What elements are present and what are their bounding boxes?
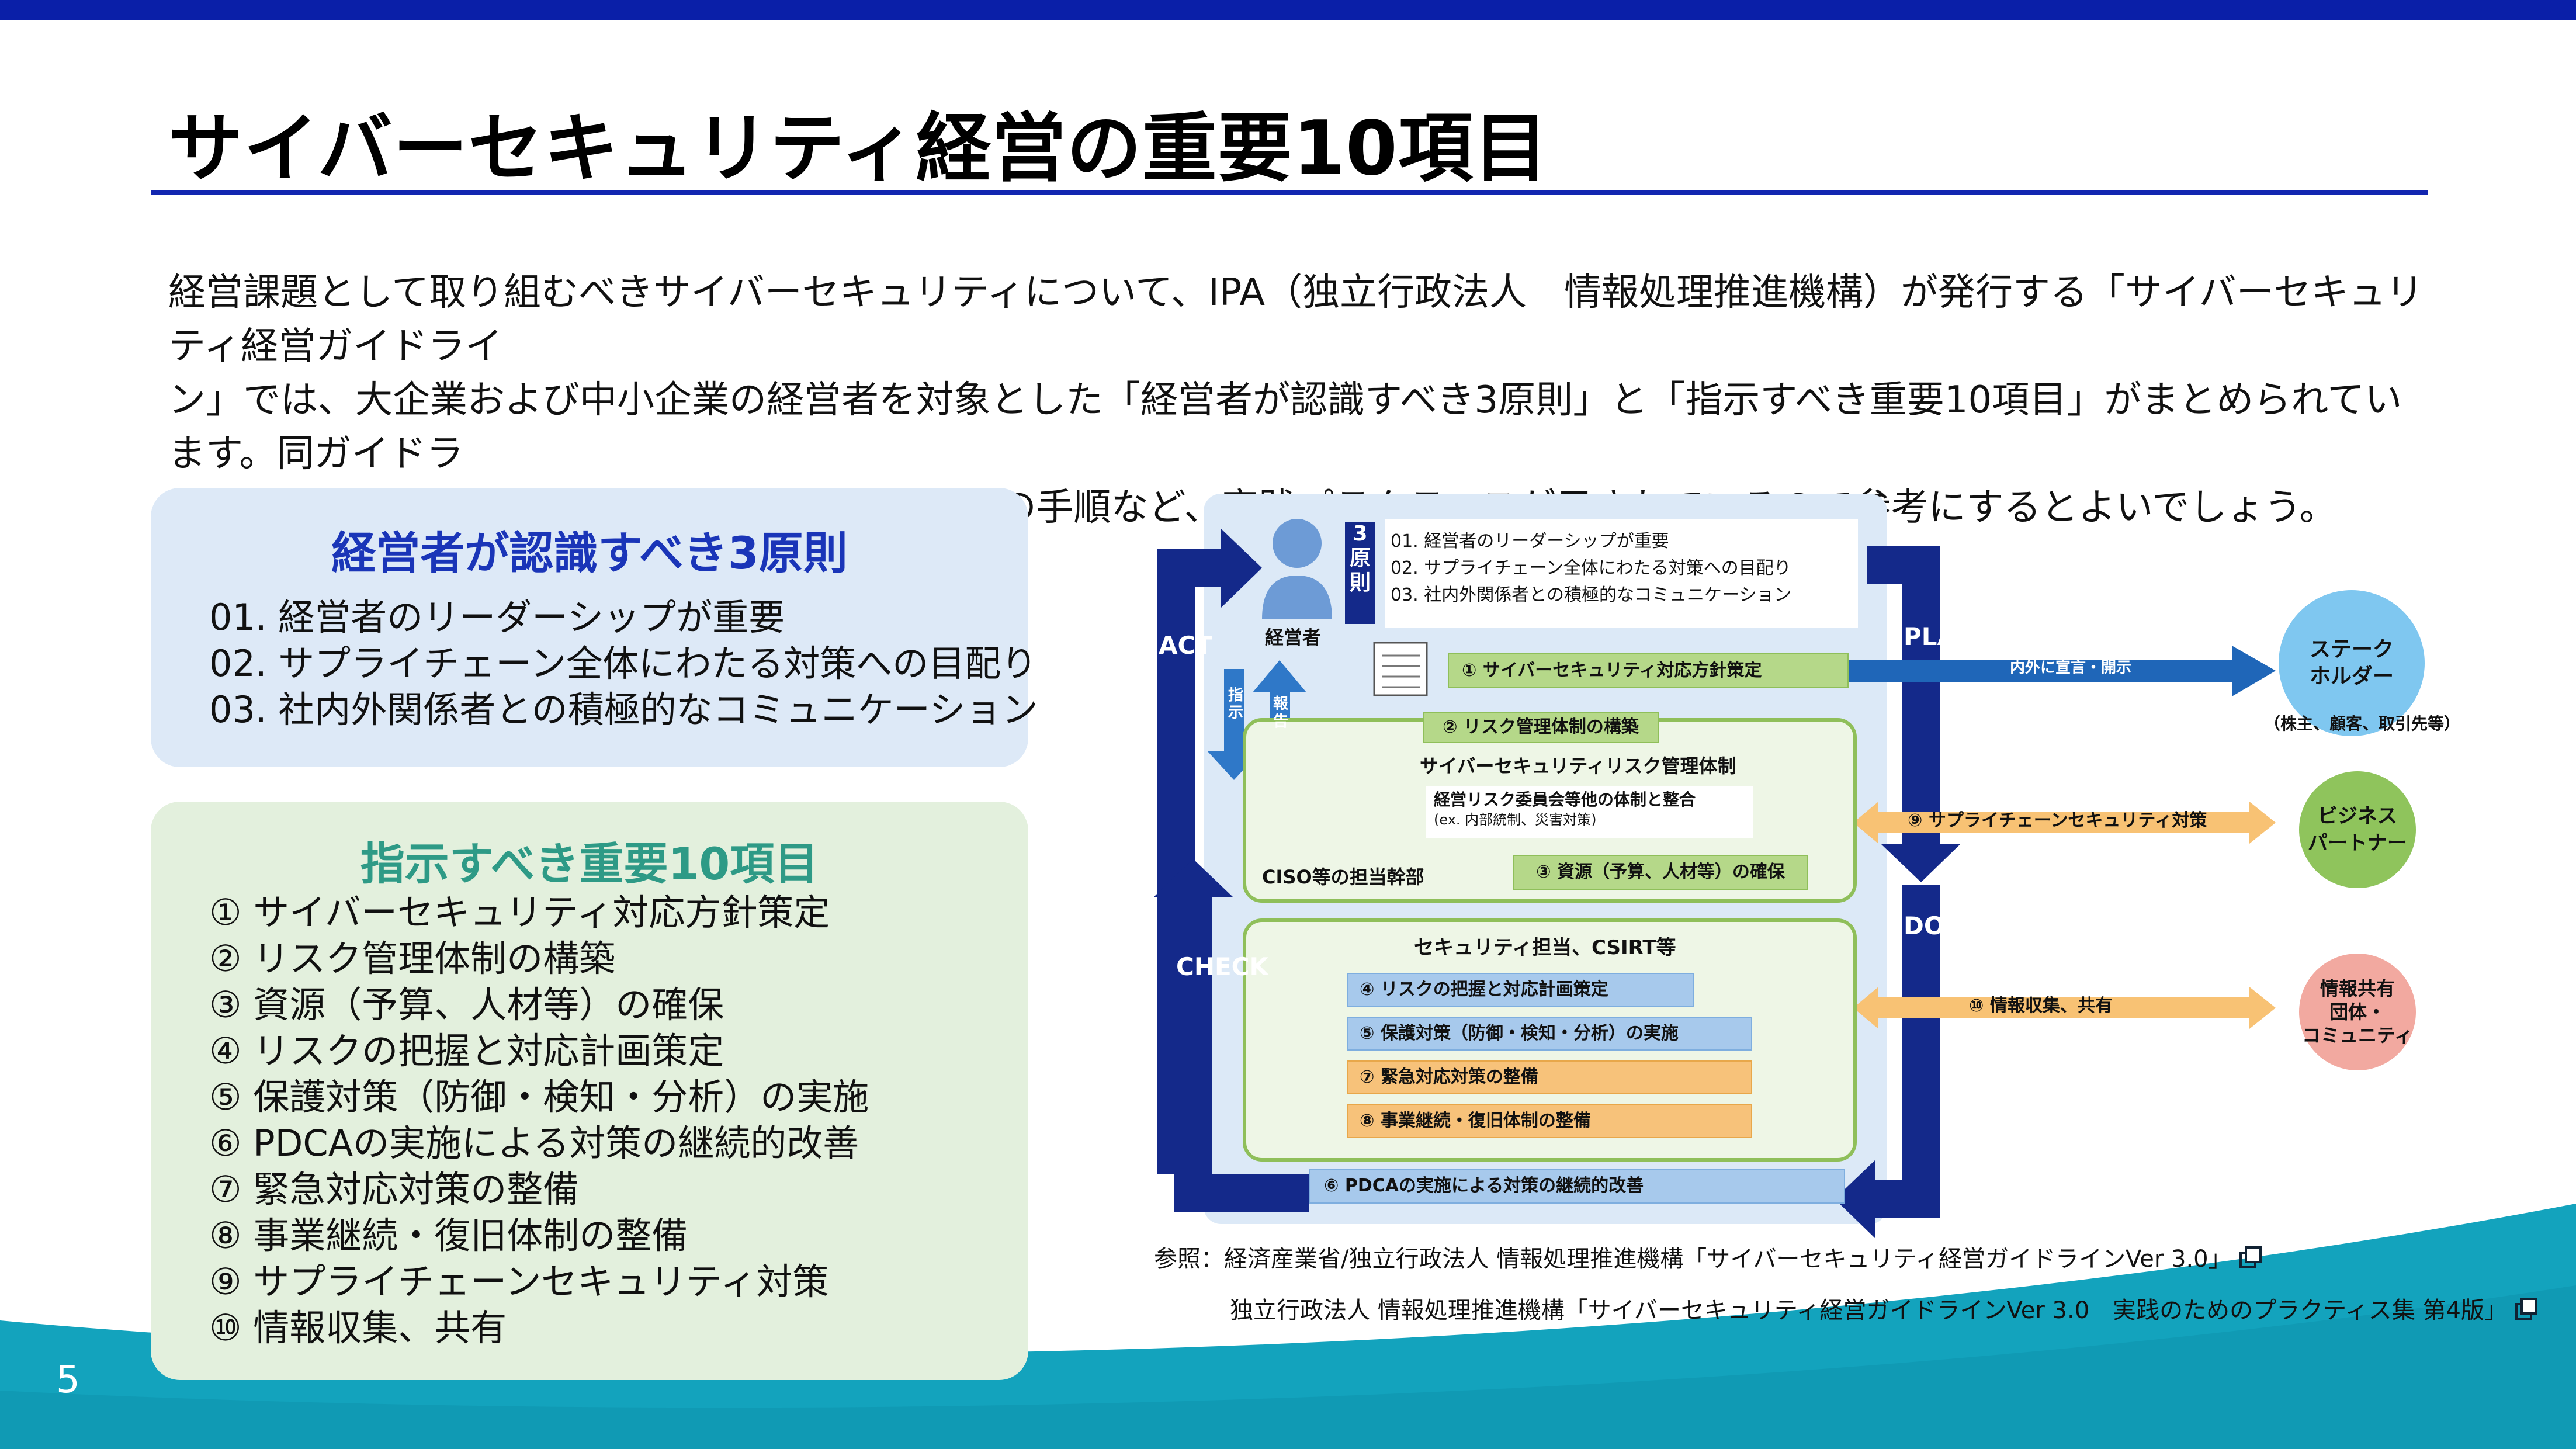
do-arrow (1835, 885, 1940, 1239)
item7-bar: ⑦ 緊急対応対策の整備 (1347, 1060, 1752, 1094)
page-number: 5 (56, 1358, 80, 1402)
risk-system-title: サイバーセキュリティリスク管理体制 (1420, 755, 1736, 777)
reference-link-1[interactable]: 参照：経済産業省/独立行政法人 情報処理推進機構「サイバーセキュリティ経営ガイド… (1154, 1246, 2232, 1273)
page-title: サイバーセキュリティ経営の重要10項目 (168, 105, 1549, 192)
list-item: ⑤ 保護対策（防御・検知・分析）の実施 (209, 1076, 869, 1118)
intro-line: ン」では、大企業および中小企業の経営者を対象とした「経営者が認識すべき3原則」と… (168, 379, 2402, 476)
list-item: ⑩ 情報収集、共有 (209, 1306, 507, 1349)
executive-label: 経営者 (1265, 626, 1322, 649)
risk-integration-text: 経営リスク委員会等他の体制と整合 (1434, 790, 1696, 809)
list-item: ③ 資源（予算、人材等）の確保 (209, 983, 724, 1026)
item8-bar: ⑧ 事業継続・復旧体制の整備 (1347, 1104, 1752, 1138)
csirt-title: セキュリティ担当、CSIRT等 (1414, 936, 1676, 959)
community-circle: 情報共有 団体・ コミュニティ (2299, 954, 2416, 1070)
ciso-label: CISO等の担当幹部 (1262, 866, 1424, 888)
reference-line-2: 独立行政法人 情報処理推進機構「サイバーセキュリティ経営ガイドラインVer 3.… (1230, 1291, 2537, 1325)
list-item: ① サイバーセキュリティ対応方針策定 (209, 891, 830, 934)
declare-label: 内外に宣言・開示 (2010, 659, 2132, 677)
external-link-icon[interactable] (2515, 1297, 2537, 1320)
important-items-list: ① サイバーセキュリティ対応方針策定 ② リスク管理体制の構築 ③ 資源（予算、… (209, 889, 869, 1351)
instruct-label: 指示 (1228, 687, 1243, 722)
principles-list: 01. 経営者のリーダーシップが重要 02. サプライチェーン全体にわたる対策へ… (209, 594, 1038, 733)
supply-chain-arrow (1853, 802, 2276, 844)
principles-tag: 3原則 (1345, 522, 1375, 624)
reference-line-1: 参照：経済産業省/独立行政法人 情報処理推進機構「サイバーセキュリティ経営ガイド… (1154, 1240, 2262, 1274)
info-sharing-arrow (1853, 987, 2276, 1029)
intro-line: 経営課題として取り組むべきサイバーセキュリティについて、IPA（独立行政法人 情… (168, 271, 2424, 368)
check-label: CHECK (1176, 952, 1268, 982)
list-item: 01. 経営者のリーダーシップが重要 (1391, 531, 1669, 552)
declare-arrow (1849, 646, 2276, 696)
executive-person-icon (1262, 519, 1332, 619)
title-underline (151, 190, 2428, 195)
plan-arrow (1867, 546, 1960, 882)
item4-bar: ④ リスクの把握と対応計画策定 (1347, 973, 1694, 1007)
plan-label: PLAN (1904, 622, 1977, 651)
item5-bar: ⑤ 保護対策（防御・検知・分析）の実施 (1347, 1017, 1752, 1051)
do-label: DO (1904, 911, 1945, 940)
list-item: 01. 経営者のリーダーシップが重要 (209, 596, 785, 639)
risk-integration-example: (ex. 内部統制、災害対策) (1434, 812, 1597, 828)
risk-integration-box: 経営リスク委員会等他の体制と整合 (ex. 内部統制、災害対策) (1426, 786, 1753, 838)
list-item: 02. サプライチェーン全体にわたる対策への目配り (209, 642, 1038, 685)
list-item: ⑦ 緊急対応対策の整備 (209, 1168, 580, 1211)
diagram-principles-box: 01. 経営者のリーダーシップが重要 02. サプライチェーン全体にわたる対策へ… (1385, 519, 1858, 628)
report-arrow (1253, 660, 1306, 774)
act-label: ACT (1159, 631, 1212, 660)
check-arrow (1154, 859, 1309, 1212)
item3-bar: ③ 資源（予算、人材等）の確保 (1513, 855, 1808, 890)
top-accent-bar (0, 0, 2576, 20)
item6-bar: ⑥ PDCAの実施による対策の継続的改善 (1309, 1169, 1845, 1204)
stakeholder-note: （株主、顧客、取引先等） (2264, 714, 2461, 733)
principles-panel: 経営者が認識すべき3原則 01. 経営者のリーダーシップが重要 02. サプライ… (151, 488, 1038, 767)
stakeholder-circle: ステーク ホルダー (2279, 590, 2425, 736)
report-label: 報告 (1273, 695, 1288, 730)
external-link-icon[interactable] (2239, 1246, 2262, 1268)
list-item: ⑨ サプライチェーンセキュリティ対策 (209, 1260, 829, 1303)
list-item: ⑧ 事業継続・復旧体制の整備 (209, 1214, 688, 1257)
item1-bar: ① サイバーセキュリティ対応方針策定 (1448, 653, 1849, 688)
item2-bar: ② リスク管理体制の構築 (1423, 712, 1659, 743)
list-item: ④ リスクの把握と対応計画策定 (209, 1029, 724, 1072)
list-item: 03. 社内外関係者との積極的なコミュニケーション (209, 688, 1038, 731)
list-item: ② リスク管理体制の構築 (209, 937, 616, 980)
list-item: ⑥ PDCAの実施による対策の継続的改善 (209, 1122, 859, 1164)
important-items-title: 指示すべき重要10項目 (360, 838, 819, 890)
business-partner-circle: ビジネス パートナー (2299, 771, 2416, 888)
reference-link-2[interactable]: 独立行政法人 情報処理推進機構「サイバーセキュリティ経営ガイドラインVer 3.… (1230, 1297, 2508, 1324)
important-items-panel: 指示すべき重要10項目 ① サイバーセキュリティ対応方針策定 ② リスク管理体制… (151, 802, 1028, 1380)
principles-title: 経営者が認識すべき3原則 (331, 527, 848, 579)
item9-label: ⑨ サプライチェーンセキュリティ対策 (1908, 810, 2207, 831)
policy-document-icon (1373, 642, 1428, 696)
item10-label: ⑩ 情報収集、共有 (1969, 996, 2113, 1016)
list-item: 03. 社内外関係者との積極的なコミュニケーション (1391, 585, 1792, 605)
list-item: 02. サプライチェーン全体にわたる対策への目配り (1391, 558, 1791, 578)
